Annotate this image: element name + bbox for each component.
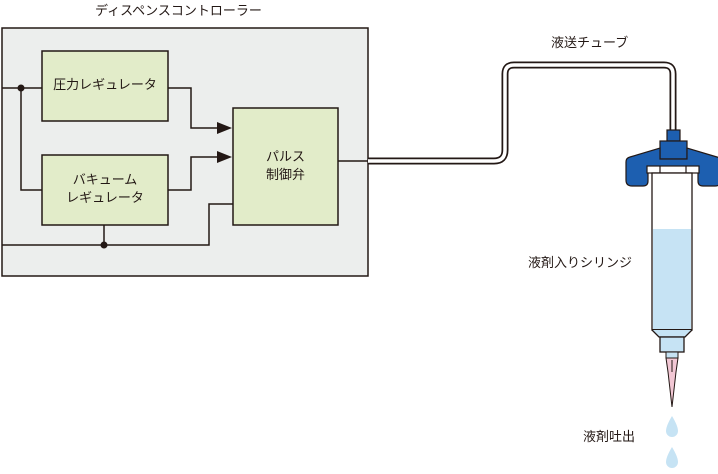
junction-dot	[17, 84, 25, 92]
pressure-regulator-label: 圧力レギュレータ	[42, 51, 168, 121]
pulse-valve-text-line1: パルス	[265, 149, 305, 165]
vacuum-regulator-label: バキューム レギュレータ	[42, 155, 168, 225]
liquid-drop	[666, 447, 678, 468]
pulse-valve-label: パルス 制御弁	[233, 108, 338, 225]
pulse-valve-block	[232, 107, 339, 226]
controller-title: ディスペンスコントローラー	[95, 4, 262, 19]
feed-tube	[368, 61, 677, 165]
arrow-head	[217, 122, 232, 134]
discharge-label: 液剤吐出	[583, 430, 636, 445]
dispense-needle	[665, 357, 679, 408]
syringe-label: 液剤入りシリンジ	[528, 256, 633, 271]
syringe-adapter-cap	[625, 129, 718, 187]
syringe-liquid	[653, 229, 691, 330]
vacuum-regulator-text-line2: レギュレータ	[66, 191, 144, 206]
syringe-barrel	[651, 172, 693, 359]
tube-label: 液送チューブ	[551, 36, 629, 51]
pressure-regulator-block	[41, 50, 169, 122]
vacuum-regulator-text-line1: バキューム	[72, 173, 138, 189]
pulse-valve-text-line2: 制御弁	[265, 167, 305, 183]
arrow-head	[217, 151, 232, 163]
liquid-drop	[666, 416, 678, 437]
pressure-regulator-text: 圧力レギュレータ	[53, 78, 157, 94]
junction-dot	[100, 241, 108, 249]
vacuum-regulator-block	[41, 154, 169, 226]
